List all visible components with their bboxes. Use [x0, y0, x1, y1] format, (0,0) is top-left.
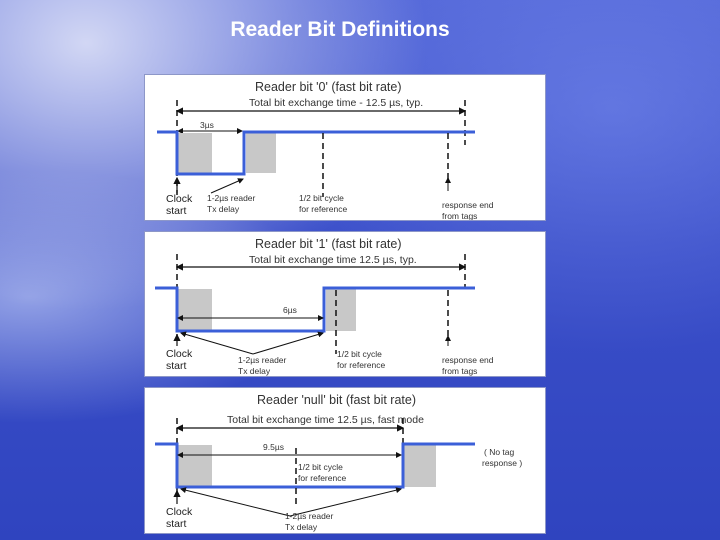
response-note-line2: from tags	[442, 211, 477, 220]
tx-delay-note-line2: Tx delay	[207, 204, 240, 214]
half-bit-note-line2: for reference	[299, 204, 347, 214]
signal-waveform	[155, 442, 475, 489]
tx-delay-note-line1: 1-2µs reader	[238, 355, 287, 365]
clock-label-line2: start	[166, 360, 187, 372]
half-bit-note-line1: 1/2 bit cycle	[298, 462, 343, 472]
tx-delay-block	[178, 133, 212, 173]
tx-delay-block	[246, 133, 276, 173]
half-bit-note-line1: 1/2 bit cycle	[299, 193, 344, 203]
panel-heading: Reader 'null' bit (fast bit rate)	[257, 393, 416, 407]
signal-waveform	[155, 286, 475, 333]
clock-label-line1: Clock	[166, 506, 193, 518]
tx-delay-block	[404, 445, 436, 487]
pulse-width-label: 9.5µs	[263, 442, 284, 452]
tx-delay-pointer	[180, 331, 254, 355]
pulse-width-label: 6µs	[283, 305, 297, 315]
tx-delay-pointer	[210, 178, 244, 194]
pulse-width-label: 3µs	[200, 120, 214, 130]
tx-delay-note-line2: Tx delay	[285, 522, 318, 532]
clock-label-line2: start	[166, 205, 187, 217]
tx-delay-pointer	[180, 487, 291, 517]
timing-diagram-bit-0: Reader bit '0' (fast bit rate) Total bit…	[157, 80, 494, 220]
tx-delay-pointer	[289, 487, 402, 517]
response-note-line1: response end	[442, 355, 494, 365]
page-title: Reader Bit Definitions	[230, 18, 450, 41]
clock-label-line1: Clock	[166, 348, 193, 360]
diagram-panel-bit-1: Reader bit '1' (fast bit rate) Total bit…	[144, 231, 546, 377]
tx-delay-note-line1: 1-2µs reader	[207, 193, 256, 203]
tx-delay-note-line1: 1-2µs reader	[285, 511, 334, 521]
diagram-panel-null-bit: Reader 'null' bit (fast bit rate) Total …	[144, 387, 546, 534]
panel-subheading: Total bit exchange time 12.5 µs, typ.	[249, 254, 417, 266]
half-bit-note-line2: for reference	[337, 360, 385, 370]
response-note-line2: from tags	[442, 366, 477, 376]
diagram-panel-bit-0: Reader bit '0' (fast bit rate) Total bit…	[144, 74, 546, 221]
tx-delay-block	[178, 445, 212, 487]
half-bit-note-line2: for reference	[298, 473, 346, 483]
timing-diagram-null-bit: Reader 'null' bit (fast bit rate) Total …	[155, 393, 522, 532]
signal-waveform	[157, 130, 475, 176]
panel-heading: Reader bit '1' (fast bit rate)	[255, 237, 402, 251]
tx-delay-block	[178, 289, 212, 331]
tx-delay-block	[326, 289, 356, 331]
response-note-line1: response end	[442, 200, 494, 210]
panel-subheading: Total bit exchange time - 12.5 µs, typ.	[249, 97, 423, 109]
tx-delay-pointer	[252, 331, 324, 355]
panel-heading: Reader bit '0' (fast bit rate)	[255, 80, 402, 94]
timing-diagram-bit-1: Reader bit '1' (fast bit rate) Total bit…	[155, 237, 494, 376]
no-response-note-line2: response )	[482, 458, 522, 468]
panel-subheading: Total bit exchange time 12.5 µs, fast mo…	[227, 414, 424, 426]
no-response-note-line1: ( No tag	[484, 447, 515, 457]
clock-label-line2: start	[166, 518, 187, 530]
half-bit-note-line1: 1/2 bit cycle	[337, 349, 382, 359]
clock-label-line1: Clock	[166, 193, 193, 205]
tx-delay-note-line2: Tx delay	[238, 366, 271, 376]
